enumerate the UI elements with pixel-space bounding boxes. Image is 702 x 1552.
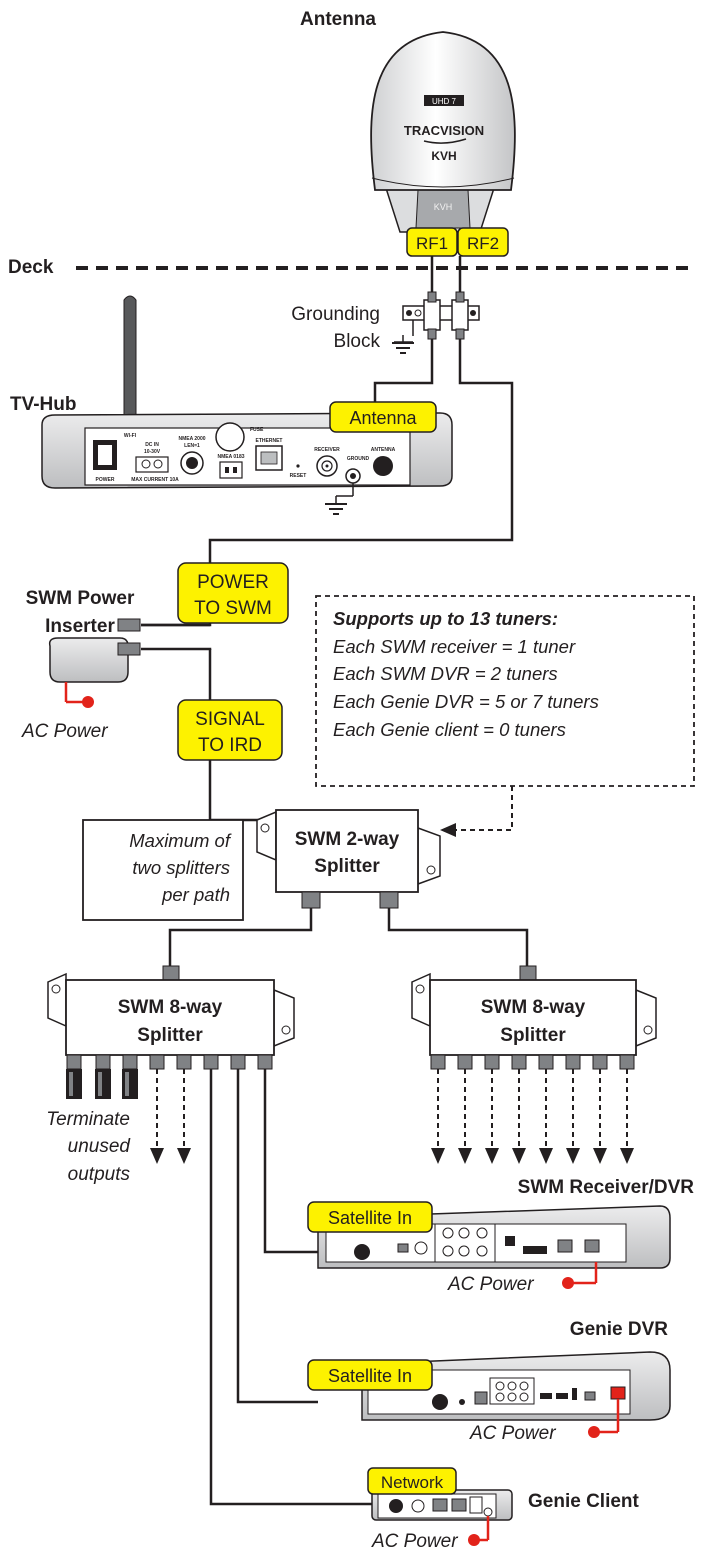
right-splitter-output-arrows — [431, 1069, 634, 1164]
genie-dvr-label: Genie DVR — [570, 1319, 668, 1340]
swm-8way-splitter-right: SWM 8-way Splitter — [411, 965, 657, 1070]
rf1-callout: RF1 — [406, 227, 458, 257]
hub-nmea2000-sub: LEN=1 — [184, 443, 200, 449]
antenna-model-badge: UHD 7 — [432, 97, 457, 106]
output-arrow-icon — [566, 1148, 580, 1164]
hub-power-label: POWER — [96, 477, 115, 483]
hub-ethernet-label: ETHERNET — [256, 438, 283, 444]
swm-receiver-dvr-label: SWM Receiver/DVR — [518, 1177, 695, 1198]
tuner-note-line-3: Each Genie DVR = 5 or 7 tuners — [333, 691, 599, 712]
satellite-in-2-label: Satellite In — [328, 1366, 412, 1386]
swm-8way-splitter-left: SWM 8-way Splitter — [47, 965, 295, 1099]
eight-way-left-label-1: SWM 8-way — [118, 997, 223, 1018]
ac-plug-icon — [82, 696, 94, 708]
tuner-note-line-2: Each SWM DVR = 2 tuners — [333, 663, 558, 684]
hub-reset-label: RESET — [290, 473, 307, 479]
output-arrow-icon — [458, 1148, 472, 1164]
terminate-label-1: Terminate — [46, 1109, 130, 1130]
eight-way-left-label-2: Splitter — [137, 1025, 203, 1046]
output-arrow-icon — [512, 1148, 526, 1164]
tuner-note-line-4: Each Genie client = 0 tuners — [333, 719, 566, 740]
hub-ground-icon — [325, 503, 347, 515]
output-arrow-icon — [150, 1148, 164, 1164]
ac-plug-icon — [588, 1426, 600, 1438]
signal-to-ird-line2: TO IRD — [198, 735, 262, 756]
swm-power-inserter-label-1: SWM Power — [26, 588, 135, 609]
note-arrow-icon — [440, 823, 456, 837]
eight-way-right-label-2: Splitter — [500, 1025, 566, 1046]
max-splitters-line-3: per path — [161, 884, 230, 905]
swm-2way-splitter: SWM 2-way Splitter — [256, 809, 441, 909]
signal-to-ird-callout: SIGNAL TO IRD — [177, 699, 283, 761]
satellite-in-1-label: Satellite In — [328, 1208, 412, 1228]
tv-hub-label: TV-Hub — [10, 394, 77, 415]
output-arrow-icon — [593, 1148, 607, 1164]
two-way-label-2: Splitter — [314, 856, 380, 877]
rf1-label: RF1 — [416, 234, 448, 253]
hub-maxcurrent-label: MAX CURRENT 10A — [131, 477, 179, 483]
rf2-label: RF2 — [467, 234, 499, 253]
max-splitters-note: Maximum of two splitters per path — [82, 819, 244, 921]
hub-nmea0183-label: NMEA 0183 — [217, 454, 244, 460]
ground-icon — [392, 342, 414, 354]
swm-power-inserter — [48, 618, 141, 708]
hub-nmea2000-label: NMEA 2000 — [178, 436, 205, 442]
ac-plug-icon — [562, 1277, 574, 1289]
hub-wifi-label: WI-FI — [124, 433, 137, 439]
power-to-swm-line1: POWER — [197, 572, 269, 593]
hub-dcin-label: DC IN — [145, 442, 159, 448]
antenna-port-callout-label: Antenna — [349, 408, 417, 428]
inserter-ac-power-label: AC Power — [21, 721, 108, 742]
power-to-swm-callout: POWER TO SWM — [177, 562, 289, 624]
max-splitters-line-2: two splitters — [132, 857, 230, 878]
power-to-swm-line2: TO SWM — [194, 598, 272, 619]
antenna-unit: Antenna KVH UHD 7 TRACVISION KVH — [300, 9, 516, 233]
antenna-port-callout: Antenna — [329, 401, 437, 433]
terminate-label-3: outputs — [68, 1164, 131, 1185]
terminate-label-2: unused — [68, 1136, 132, 1157]
tuner-note-line-1: Each SWM receiver = 1 tuner — [333, 636, 576, 657]
grounding-block — [392, 291, 480, 354]
hub-antenna-label: ANTENNA — [371, 447, 396, 453]
max-splitters-line-1: Maximum of — [129, 830, 232, 851]
hub-antenna-port-icon — [373, 456, 393, 476]
hub-ground-label: GROUND — [347, 456, 370, 462]
tuner-support-note: Supports up to 13 tuners: Each SWM recei… — [315, 595, 695, 787]
network-label: Network — [381, 1473, 444, 1492]
antenna-maker: KVH — [431, 149, 456, 163]
two-way-label-1: SWM 2-way — [295, 829, 400, 850]
signal-to-ird-line1: SIGNAL — [195, 709, 265, 730]
genie-dvr-ac-power-label: AC Power — [469, 1423, 556, 1444]
fuse-icon — [215, 422, 245, 452]
deck-label: Deck — [8, 257, 54, 278]
antenna-brand: TRACVISION — [404, 123, 484, 138]
hub-dcvolt-label: 10-30V — [144, 449, 161, 455]
hub-receiver-label: RECEIVER — [314, 447, 340, 453]
tuner-note-title: Supports up to 13 tuners: — [333, 608, 558, 629]
output-arrow-icon — [485, 1148, 499, 1164]
output-arrow-icon — [539, 1148, 553, 1164]
output-arrow-icon — [431, 1148, 445, 1164]
antenna-label: Antenna — [300, 9, 376, 30]
terminator-caps — [66, 1069, 138, 1099]
satellite-in-callout-1: Satellite In — [307, 1201, 433, 1233]
output-arrow-icon — [620, 1148, 634, 1164]
network-callout: Network — [367, 1467, 457, 1495]
output-arrow-icon — [177, 1148, 191, 1164]
antenna-base-brand: KVH — [434, 202, 453, 212]
receiver-ac-power-label: AC Power — [447, 1274, 534, 1295]
ac-plug-icon — [468, 1534, 480, 1546]
rf2-callout: RF2 — [457, 227, 509, 257]
swm-power-inserter-label-2: Inserter — [45, 616, 115, 637]
grounding-block-label-2: Block — [334, 331, 381, 352]
satellite-in-callout-2: Satellite In — [307, 1359, 433, 1391]
grounding-block-label-1: Grounding — [291, 304, 380, 325]
genie-client-label: Genie Client — [528, 1491, 640, 1512]
genie-client-ac-power-label: AC Power — [371, 1531, 458, 1552]
eight-way-right-label-1: SWM 8-way — [481, 997, 586, 1018]
hub-fuse-label: FUSE — [250, 427, 264, 433]
